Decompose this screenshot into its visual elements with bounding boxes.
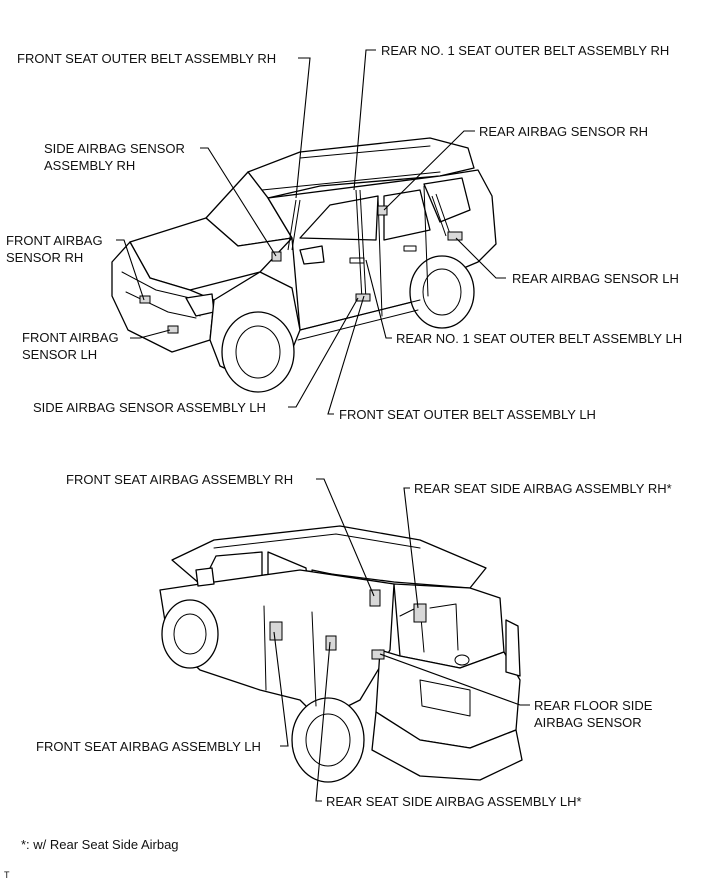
front-airbag-sensor-lh-part <box>167 325 179 334</box>
leader-rear-airbag-sensor-rh <box>383 130 475 211</box>
label-front-seat-outer-belt-lh: FRONT SEAT OUTER BELT ASSEMBLY LH <box>339 407 596 422</box>
label-rear-floor-side-airbag-sensor-2: AIRBAG SENSOR <box>534 715 642 730</box>
label-rear-seat-side-airbag-lh: REAR SEAT SIDE AIRBAG ASSEMBLY LH* <box>326 794 582 809</box>
label-rear-no1-seat-outer-belt-lh: REAR NO. 1 SEAT OUTER BELT ASSEMBLY LH <box>396 331 682 346</box>
leader-rear-seat-side-airbag-lh <box>315 641 331 802</box>
leader-rear-seat-side-airbag-rh <box>403 487 419 609</box>
leader-rear-no1-seat-outer-belt-lh <box>365 259 392 339</box>
label-front-airbag-sensor-lh-1: FRONT AIRBAG <box>22 330 119 345</box>
leader-front-airbag-sensor-rh <box>116 239 145 301</box>
front-airbag-sensor-rh-part <box>139 295 151 304</box>
label-rear-no1-seat-outer-belt-rh: REAR NO. 1 SEAT OUTER BELT ASSEMBLY RH <box>381 43 669 58</box>
corner-mark: T <box>4 870 10 880</box>
label-front-airbag-sensor-rh-1: FRONT AIRBAG <box>6 233 103 248</box>
leader-side-airbag-sensor-lh <box>288 297 359 408</box>
rear-floor-side-airbag-sensor-part <box>371 649 385 660</box>
label-front-airbag-sensor-lh-2: SENSOR LH <box>22 347 97 362</box>
leader-rear-floor-side-airbag-sensor <box>379 653 530 706</box>
label-side-airbag-sensor-rh-1: SIDE AIRBAG SENSOR <box>44 141 185 156</box>
label-side-airbag-sensor-lh: SIDE AIRBAG SENSOR ASSEMBLY LH <box>33 400 266 415</box>
label-front-seat-outer-belt-rh: FRONT SEAT OUTER BELT ASSEMBLY RH <box>17 51 276 66</box>
leader-front-seat-airbag-rh <box>316 478 375 597</box>
label-front-seat-airbag-lh: FRONT SEAT AIRBAG ASSEMBLY LH <box>36 739 261 754</box>
leader-front-seat-outer-belt-lh <box>327 295 365 415</box>
rear-airbag-sensor-rh-part <box>377 205 388 216</box>
front-seat-airbag-lh-part <box>269 621 283 641</box>
rear-seat-side-airbag-rh-part <box>413 603 427 623</box>
label-rear-floor-side-airbag-sensor-1: REAR FLOOR SIDE <box>534 698 653 713</box>
side-airbag-sensor-rh-part <box>271 251 282 262</box>
label-front-airbag-sensor-rh-2: SENSOR RH <box>6 250 83 265</box>
label-rear-seat-side-airbag-rh: REAR SEAT SIDE AIRBAG ASSEMBLY RH* <box>414 481 672 496</box>
leader-rear-airbag-sensor-lh <box>455 237 506 279</box>
rear-seat-side-airbag-lh-part <box>325 635 337 651</box>
front-seat-airbag-rh-part <box>369 589 381 607</box>
leader-front-seat-airbag-lh <box>273 631 289 747</box>
footnote: *: w/ Rear Seat Side Airbag <box>21 837 179 852</box>
label-rear-airbag-sensor-rh: REAR AIRBAG SENSOR RH <box>479 124 648 139</box>
label-front-seat-airbag-rh: FRONT SEAT AIRBAG ASSEMBLY RH <box>66 472 293 487</box>
label-side-airbag-sensor-rh-2: ASSEMBLY RH <box>44 158 135 173</box>
vehicle-front-view <box>111 137 497 393</box>
rear-airbag-sensor-lh-part <box>447 231 463 241</box>
label-rear-airbag-sensor-lh: REAR AIRBAG SENSOR LH <box>512 271 679 286</box>
leader-side-airbag-sensor-rh <box>200 147 277 257</box>
vehicle-rear-view <box>159 525 523 783</box>
leader-front-seat-outer-belt-rh <box>295 57 311 199</box>
leader-rear-no1-seat-outer-belt-rh <box>353 49 376 191</box>
leader-front-airbag-sensor-lh <box>130 329 171 339</box>
